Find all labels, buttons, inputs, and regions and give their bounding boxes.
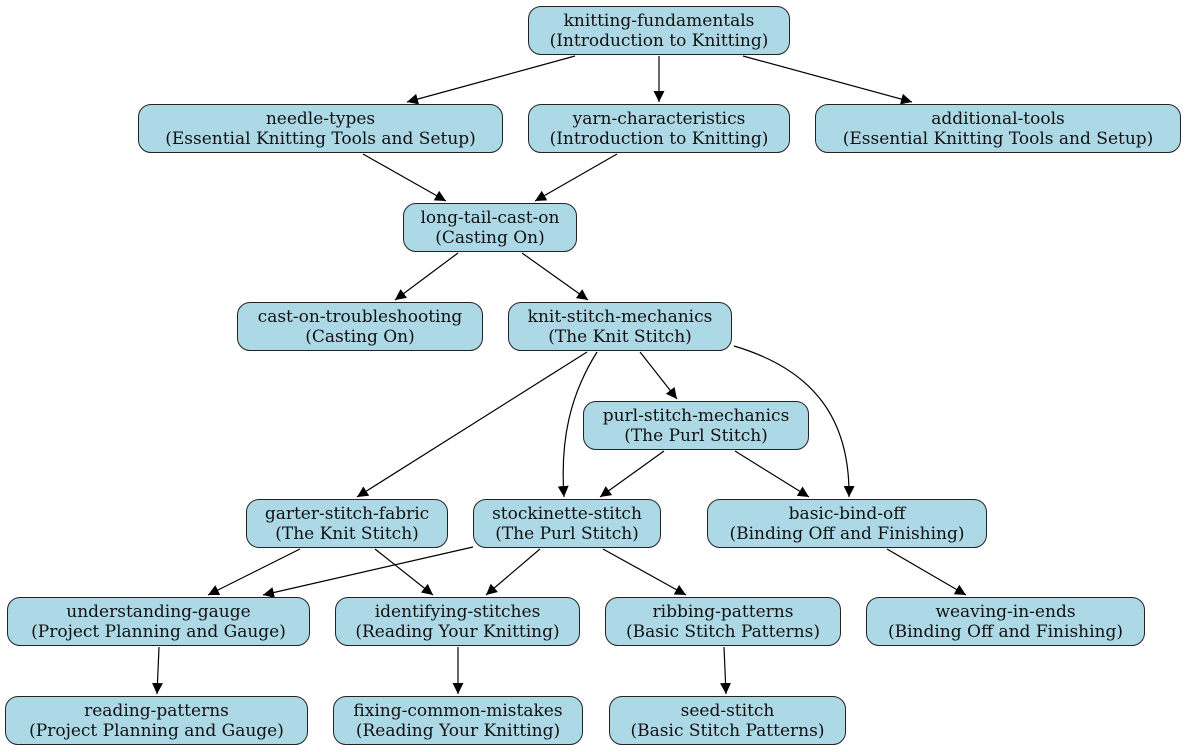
edge-knitting-fundamentals-to-additional-tools [742, 55, 913, 105]
node-ribbing-patterns[interactable]: ribbing-patterns(Basic Stitch Patterns) [605, 597, 841, 646]
edge-ribbing-patterns-to-seed-stitch [720, 646, 732, 695]
edge-stockinette-stitch-to-understanding-gauge [262, 546, 474, 598]
node-long-tail-cast-on[interactable]: long-tail-cast-on(Casting On) [403, 203, 577, 252]
edge-knit-stitch-mechanics-to-purl-stitch-mechanics [639, 351, 678, 400]
node-knitting-fundamentals[interactable]: knitting-fundamentals(Introduction to Kn… [528, 6, 790, 55]
node-title: additional-tools [931, 108, 1065, 129]
node-module: (The Knit Stitch) [275, 523, 419, 544]
node-module: (Project Planning and Gauge) [29, 720, 284, 741]
node-module: (Reading Your Knitting) [355, 720, 561, 741]
edge-stockinette-stitch-to-identifying-stitches [485, 548, 541, 596]
node-module: (Project Planning and Gauge) [31, 621, 286, 642]
node-module: (Essential Knitting Tools and Setup) [842, 128, 1154, 149]
node-title: fixing-common-mistakes [353, 700, 563, 721]
node-identifying-stitches[interactable]: identifying-stitches(Reading Your Knitti… [335, 597, 580, 646]
node-title: reading-patterns [84, 700, 229, 721]
node-stockinette-stitch[interactable]: stockinette-stitch(The Purl Stitch) [473, 499, 661, 548]
node-title: ribbing-patterns [652, 601, 794, 622]
node-fixing-common-mistakes[interactable]: fixing-common-mistakes(Reading Your Knit… [333, 696, 583, 745]
edge-purl-stitch-mechanics-to-basic-bind-off [734, 450, 810, 498]
edge-knit-stitch-mechanics-to-stockinette-stitch [557, 351, 598, 498]
node-title: knit-stitch-mechanics [527, 306, 713, 327]
node-title: needle-types [265, 108, 376, 129]
edge-knit-stitch-mechanics-to-basic-bind-off [733, 345, 855, 498]
node-weaving-in-ends[interactable]: weaving-in-ends(Binding Off and Finishin… [866, 597, 1145, 646]
node-purl-stitch-mechanics[interactable]: purl-stitch-mechanics(The Purl Stitch) [583, 401, 809, 450]
edge-knitting-fundamentals-to-needle-types [406, 55, 576, 105]
node-module: (Binding Off and Finishing) [729, 523, 965, 544]
node-title: garter-stitch-fabric [264, 503, 430, 524]
node-seed-stitch[interactable]: seed-stitch(Basic Stitch Patterns) [609, 696, 846, 745]
edge-yarn-characteristics-to-long-tail-cast-on [534, 153, 618, 202]
node-needle-types[interactable]: needle-types(Essential Knitting Tools an… [138, 104, 503, 153]
node-garter-stitch-fabric[interactable]: garter-stitch-fabric(The Knit Stitch) [246, 499, 448, 548]
node-title: understanding-gauge [66, 601, 251, 622]
edge-basic-bind-off-to-weaving-in-ends [886, 548, 967, 596]
node-title: cast-on-troubleshooting [257, 306, 463, 327]
node-module: (Casting On) [305, 326, 415, 347]
node-module: (Casting On) [435, 227, 545, 248]
node-module: (Binding Off and Finishing) [887, 621, 1124, 642]
node-title: purl-stitch-mechanics [602, 405, 790, 426]
edge-garter-stitch-fabric-to-understanding-gauge [207, 548, 301, 596]
node-title: identifying-stitches [374, 601, 541, 622]
edge-long-tail-cast-on-to-knit-stitch-mechanics [521, 252, 589, 301]
node-title: long-tail-cast-on [420, 207, 560, 228]
node-yarn-characteristics[interactable]: yarn-characteristics(Introduction to Kni… [528, 104, 790, 153]
node-title: stockinette-stitch [492, 503, 642, 524]
node-title: weaving-in-ends [935, 601, 1076, 622]
node-additional-tools[interactable]: additional-tools(Essential Knitting Tool… [815, 104, 1181, 153]
node-module: (Basic Stitch Patterns) [630, 720, 825, 741]
node-basic-bind-off[interactable]: basic-bind-off(Binding Off and Finishing… [707, 499, 987, 548]
node-title: seed-stitch [680, 700, 775, 721]
node-reading-patterns[interactable]: reading-patterns(Project Planning and Ga… [5, 696, 308, 745]
edge-knit-stitch-mechanics-to-garter-stitch-fabric [356, 351, 588, 498]
node-module: (The Purl Stitch) [495, 523, 639, 544]
edge-garter-stitch-fabric-to-identifying-stitches [374, 548, 434, 596]
node-title: yarn-characteristics [572, 108, 746, 129]
node-module: (Reading Your Knitting) [355, 621, 560, 642]
edge-purl-stitch-mechanics-to-stockinette-stitch [599, 450, 665, 498]
edge-stockinette-stitch-to-ribbing-patterns [602, 548, 687, 596]
node-cast-on-troubleshooting[interactable]: cast-on-troubleshooting(Casting On) [237, 302, 483, 351]
node-module: (The Knit Stitch) [548, 326, 692, 347]
edge-understanding-gauge-to-reading-patterns [151, 646, 163, 695]
node-knit-stitch-mechanics[interactable]: knit-stitch-mechanics(The Knit Stitch) [508, 302, 732, 351]
node-module: (Introduction to Knitting) [549, 30, 769, 51]
node-module: (Essential Knitting Tools and Setup) [165, 128, 476, 149]
node-module: (The Purl Stitch) [624, 425, 768, 446]
node-module: (Basic Stitch Patterns) [626, 621, 820, 642]
edge-long-tail-cast-on-to-cast-on-troubleshooting [394, 252, 459, 301]
node-title: basic-bind-off [788, 503, 906, 524]
node-understanding-gauge[interactable]: understanding-gauge(Project Planning and… [7, 597, 310, 646]
edge-needle-types-to-long-tail-cast-on [362, 153, 447, 202]
node-module: (Introduction to Knitting) [549, 128, 769, 149]
node-title: knitting-fundamentals [563, 10, 755, 31]
